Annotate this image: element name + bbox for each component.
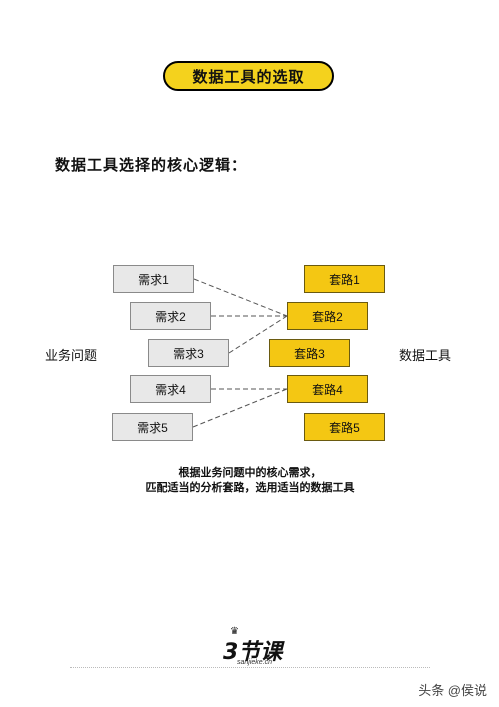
caption-line-2: 匹配适当的分析套路，选用适当的数据工具: [145, 482, 355, 494]
left-label: 业务问题: [45, 348, 98, 363]
caption-line-1: 根据业务问题中的核心需求，: [178, 467, 322, 479]
logo-sub-text: sanjieke.cn: [237, 659, 273, 666]
caption: 根据业务问题中的核心需求， 匹配适当的分析套路，选用适当的数据工具: [100, 466, 400, 496]
crown-icon: ♛: [230, 626, 239, 637]
logo-main-text: 3节课: [223, 640, 283, 665]
right-label: 数据工具: [399, 348, 452, 363]
subtitle: 数据工具选择的核心逻辑：: [55, 157, 248, 174]
need-box-1: 需求1: [113, 265, 194, 293]
need-box-2: 需求2: [130, 302, 211, 330]
route-box-2: 套路2: [287, 302, 368, 330]
link-need3-route2: [228, 315, 288, 354]
route-box-4: 套路4: [287, 375, 368, 403]
logo: ♛ 3节课 sanjieke.cn: [217, 626, 287, 670]
need-box-4: 需求4: [130, 375, 211, 403]
link-need1-route2: [193, 278, 288, 317]
need-box-5: 需求5: [112, 413, 193, 441]
title-text: 数据工具的选取: [192, 68, 305, 86]
title-badge: 数据工具的选取: [163, 61, 334, 91]
route-box-5: 套路5: [304, 413, 385, 441]
route-box-3: 套路3: [269, 339, 350, 367]
route-box-1: 套路1: [304, 265, 385, 293]
watermark: 头条 @侯说: [418, 683, 487, 698]
link-need5-route4: [192, 388, 288, 428]
footer-divider: [70, 667, 430, 668]
need-box-3: 需求3: [148, 339, 229, 367]
